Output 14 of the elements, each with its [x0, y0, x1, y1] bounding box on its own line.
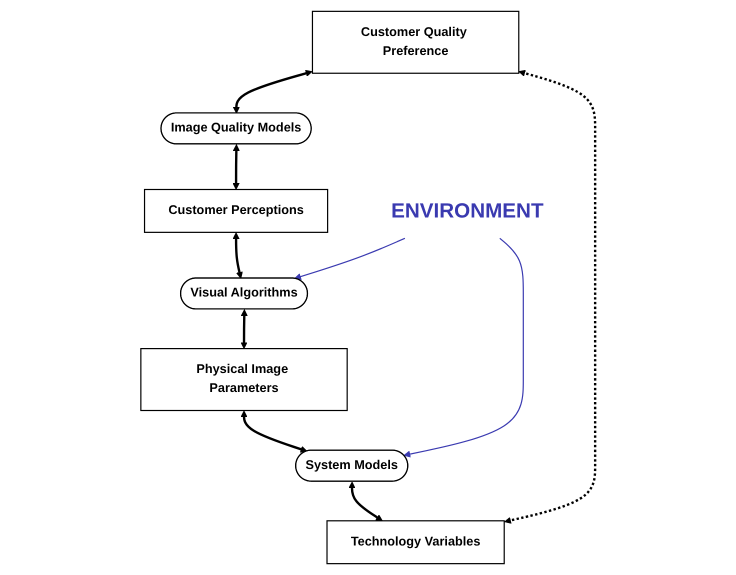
- arrow: [232, 70, 312, 114]
- node-box: Physical Image Parameters: [140, 348, 348, 412]
- arrow: [348, 482, 383, 522]
- node-box: Technology Variables: [326, 520, 505, 564]
- arrow: [232, 144, 240, 190]
- node-box: Customer Perceptions: [144, 188, 328, 233]
- arrow: [294, 238, 406, 280]
- arrow: [504, 70, 596, 524]
- arrow: [232, 232, 243, 279]
- arrow: [404, 238, 524, 458]
- arrow: [240, 410, 308, 453]
- arrow: [240, 309, 248, 349]
- node-text: ENVIRONMENT: [391, 198, 544, 222]
- node-box: Customer Quality Preference: [312, 10, 520, 74]
